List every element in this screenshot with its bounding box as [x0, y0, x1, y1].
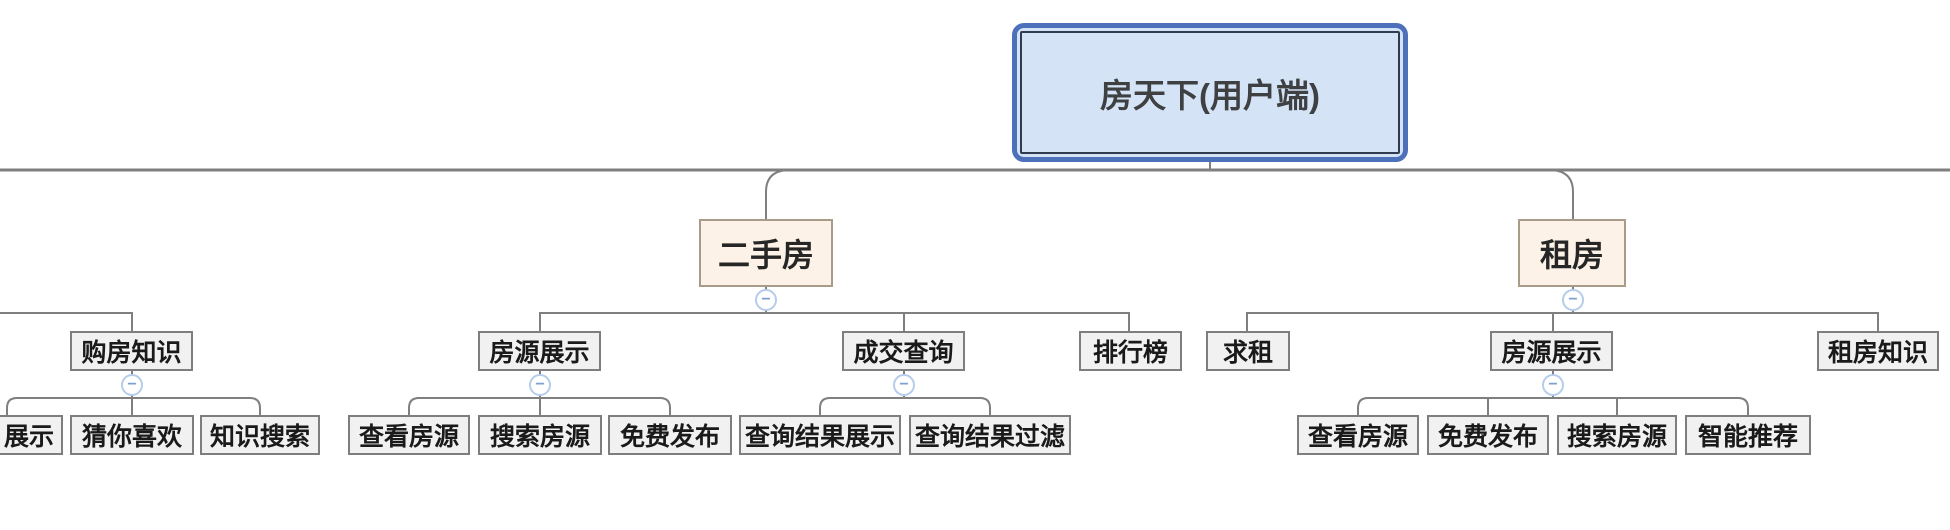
leaf-guess-you-like[interactable]: 猜你喜欢 — [70, 415, 194, 455]
leaf-sh-free-publish[interactable]: 免费发布 — [608, 415, 732, 455]
node-deal-query[interactable]: 成交查询 — [842, 331, 965, 371]
secondhand-children-rail — [539, 312, 1130, 331]
purchase-knowledge-leaf-rail — [6, 397, 261, 415]
leaf-rent-view-listing[interactable]: 查看房源 — [1297, 415, 1419, 455]
deal-query-leaf-rail — [819, 397, 991, 415]
leaf-result-filter[interactable]: 查询结果过滤 — [909, 415, 1071, 455]
leaf-knowledge-display-clipped[interactable]: 展示 — [0, 415, 63, 455]
node-secondhand[interactable]: 二手房 — [699, 219, 833, 287]
node-purchase-knowledge[interactable]: 购房知识 — [70, 331, 193, 371]
node-rent-knowledge[interactable]: 租房知识 — [1817, 331, 1939, 371]
leaf-knowledge-search[interactable]: 知识搜索 — [200, 415, 320, 455]
leaf-rent-search-listing[interactable]: 搜索房源 — [1557, 415, 1677, 455]
sh-listing-leaf-rail — [408, 397, 671, 415]
node-root[interactable]: 房天下(用户端) — [1012, 23, 1408, 162]
node-sh-listing[interactable]: 房源展示 — [478, 331, 601, 371]
collapse-button-purchase-knowledge[interactable]: − — [121, 374, 143, 396]
node-rent-listing[interactable]: 房源展示 — [1490, 331, 1613, 371]
collapse-button-rent-listing[interactable]: − — [1542, 374, 1564, 396]
left-partial-rail — [0, 312, 133, 331]
collapse-button-deal-query[interactable]: − — [893, 374, 915, 396]
leaf-sh-view-listing[interactable]: 查看房源 — [348, 415, 470, 455]
collapse-button-secondhand[interactable]: − — [755, 289, 777, 311]
elbow-secondhand — [765, 169, 791, 219]
node-seek-rent[interactable]: 求租 — [1206, 331, 1290, 371]
elbow-rent — [1548, 169, 1574, 219]
rent-listing-leaf-rail — [1357, 397, 1749, 415]
leaf-sh-search-listing[interactable]: 搜索房源 — [478, 415, 602, 455]
leaf-result-display[interactable]: 查询结果展示 — [739, 415, 901, 455]
collapse-button-rent[interactable]: − — [1562, 289, 1584, 311]
leaf-rent-free-publish[interactable]: 免费发布 — [1427, 415, 1549, 455]
node-rent[interactable]: 租房 — [1518, 219, 1626, 287]
leaf-smart-recommend[interactable]: 智能推荐 — [1685, 415, 1811, 455]
rent-children-rail — [1246, 312, 1879, 331]
collapse-button-sh-listing[interactable]: − — [529, 374, 551, 396]
node-ranking[interactable]: 排行榜 — [1079, 331, 1182, 371]
